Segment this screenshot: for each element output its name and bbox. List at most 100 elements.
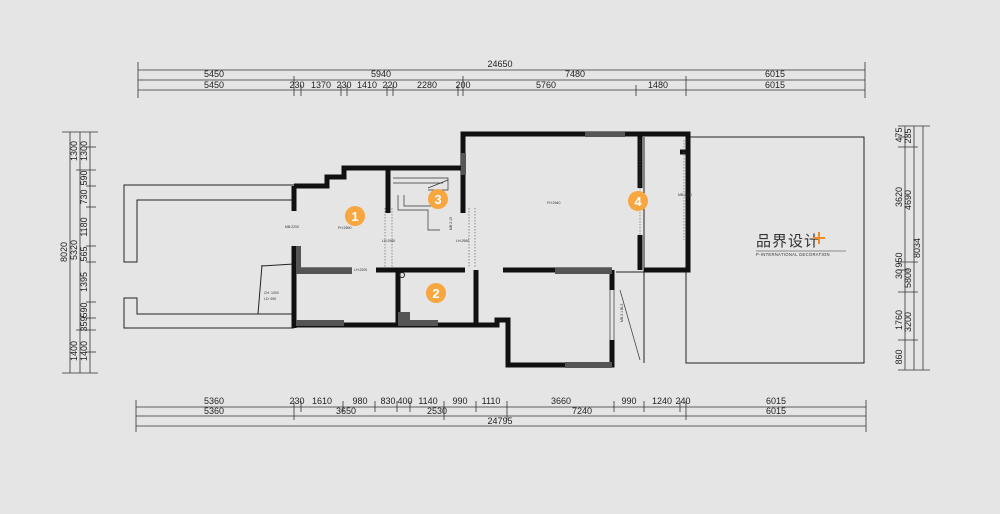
bottom-row2-dims: 5360 3650 2530 7240 6015 — [204, 406, 786, 416]
dim-label: 1110 — [482, 396, 501, 406]
note: MB:2.15 — [449, 217, 453, 230]
dim-label: 830 — [380, 396, 395, 406]
room-marker-1: 1 — [345, 206, 365, 226]
dim-label: 6015 — [766, 396, 786, 406]
dim-label: 5800 — [903, 268, 913, 288]
dim-label: 590 — [79, 302, 89, 317]
dim-label: 590 — [79, 170, 89, 185]
yard-outlines — [123, 136, 865, 364]
brand-logo: 品界设计 P-INTERNATIONAL DECORATION — [756, 232, 846, 257]
dim-label: 730 — [79, 189, 89, 204]
dim-label: 5360 — [204, 396, 224, 406]
right-total-dim: 8034 — [912, 238, 922, 258]
dim-label: 1180 — [79, 217, 89, 236]
dim-label: 1300 — [79, 141, 89, 161]
dim-label: 5940 — [371, 69, 391, 79]
dim-label: 990 — [621, 396, 636, 406]
room-number: 4 — [634, 194, 642, 209]
wall-fills — [296, 132, 625, 368]
dim-label: 1480 — [648, 80, 668, 90]
dim-label: 4690 — [903, 190, 913, 210]
dim-label: 5760 — [536, 80, 556, 90]
column-marker — [399, 272, 405, 278]
left-total-dim: 8020 — [59, 242, 69, 262]
dim-label: 860 — [894, 349, 904, 364]
dim-label: 565 — [79, 246, 89, 261]
dim-label: 980 — [352, 396, 367, 406]
dim-label: 3660 — [551, 396, 571, 406]
side-door — [609, 289, 641, 361]
dim-label: 359 — [79, 316, 89, 331]
dim-label: 230 — [289, 396, 304, 406]
bottom-dimensions — [135, 400, 867, 432]
dim-label: 1400 — [69, 341, 79, 361]
bottom-total-dim: 24795 — [487, 416, 512, 426]
bottom-row1-dims: 5360 230 1610 980 830 400 1140 990 1110 … — [204, 396, 786, 406]
dim-label: 6015 — [766, 406, 786, 416]
dim-label: 6015 — [765, 69, 785, 79]
top-dimensions — [137, 62, 866, 98]
top-row1-dims: 5450 5940 7480 6015 — [204, 69, 785, 79]
dim-label: 7480 — [565, 69, 585, 79]
dim-label: 475 — [894, 127, 904, 142]
dim-label: 5320 — [69, 240, 79, 260]
note: MB:2.1 BL3 — [620, 304, 624, 322]
note: LH:2960 — [382, 239, 395, 243]
dim-label: 230 — [336, 80, 351, 90]
dashed-lines — [384, 140, 685, 268]
right-dim-labels: 475 235 3620 4690 950 30 5800 1760 3200 … — [894, 127, 922, 364]
dim-label: 990 — [452, 396, 467, 406]
dim-label: 7240 — [572, 406, 592, 416]
room-notes: MB:2200 FH:2690 LH:2960 LH:2960 MB:2.15 … — [264, 193, 692, 322]
staircase — [393, 177, 449, 231]
dim-label: 1370 — [311, 80, 331, 90]
room-number: 2 — [432, 286, 439, 301]
room-marker-2: 2 — [426, 283, 446, 303]
room-number: 1 — [351, 209, 358, 224]
dim-label: 5450 — [204, 69, 224, 79]
dim-label: 3620 — [894, 187, 904, 207]
right-dimensions — [898, 125, 930, 371]
dim-label: 1610 — [312, 396, 332, 406]
brand-accent-mark — [813, 237, 825, 239]
dim-label: 950 — [894, 252, 904, 267]
note: LH:2200 — [354, 268, 367, 272]
dim-label: 1400 — [79, 341, 89, 361]
note: MB:2200 — [678, 193, 692, 197]
dim-label: 1410 — [357, 80, 377, 90]
left-dim-labels: 8020 5320 1300 1300 590 730 1180 565 139… — [59, 141, 89, 361]
dim-label: 200 — [455, 80, 470, 90]
dim-label: 2530 — [427, 406, 447, 416]
room-marker-4: 4 — [628, 191, 648, 211]
dim-label: 3200 — [903, 312, 913, 332]
left-dimensions — [62, 131, 98, 374]
dim-label: 235 — [903, 128, 913, 143]
walls — [291, 131, 691, 368]
brand-tagline: P-INTERNATIONAL DECORATION — [756, 252, 830, 257]
note: LD: 990 — [264, 297, 276, 301]
note: CH: 1000 — [264, 291, 279, 295]
dim-label: 1300 — [69, 141, 79, 161]
top-total-dim: 24650 — [487, 59, 512, 69]
dim-label: 6015 — [765, 80, 785, 90]
dim-label: 1760 — [894, 310, 904, 330]
dim-label: 220 — [382, 80, 397, 90]
dim-label: 240 — [675, 396, 690, 406]
room-number: 3 — [434, 192, 441, 207]
dim-label: 2280 — [417, 80, 437, 90]
room-marker-3: 3 — [428, 189, 448, 209]
dim-label: 1395 — [79, 272, 89, 292]
note: MB:2200 — [285, 225, 299, 229]
dim-label: 5360 — [204, 406, 224, 416]
dim-label: 1240 — [652, 396, 672, 406]
top-row2-dims: 5450 230 1370 230 1410 220 2280 200 5760… — [204, 80, 785, 90]
dim-label: 230 — [289, 80, 304, 90]
dim-label: 5450 — [204, 80, 224, 90]
note: LH:2960 — [456, 239, 469, 243]
note: FH:2690 — [338, 226, 351, 230]
brand-name: 品界设计 — [756, 233, 820, 250]
dim-label: 3650 — [336, 406, 356, 416]
dim-label: 1140 — [418, 396, 437, 406]
note: FH:2640 — [547, 201, 560, 205]
